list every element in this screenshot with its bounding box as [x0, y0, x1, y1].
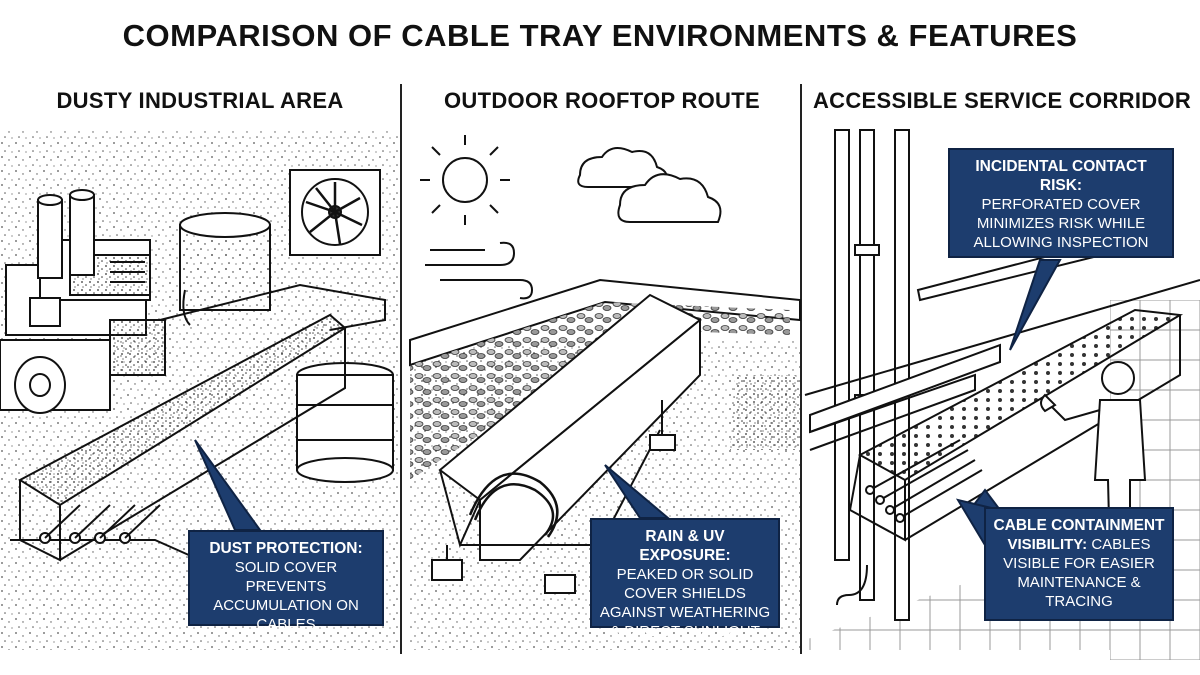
callout-cable-visibility: CABLE CONTAINMENT VISIBILITY: CABLES VIS… [984, 507, 1174, 621]
sun-icon [420, 135, 510, 225]
callout-dust-protection-head: DUST PROTECTION: [209, 540, 363, 557]
panel-heading-dusty: DUSTY INDUSTRIAL AREA [56, 88, 344, 113]
panel-heading-rooftop: OUTDOOR ROOFTOP ROUTE [444, 88, 760, 113]
callout-rain-uv-head: RAIN & UV EXPOSURE: [639, 528, 731, 564]
panel-divider-2 [800, 84, 802, 654]
panel-divider-1 [400, 84, 402, 654]
callout-incidental-contact-body: PERFORATED COVER MINIMIZES RISK WHILE AL… [973, 196, 1149, 251]
callout-dust-protection-body: SOLID COVER PREVENTS ACCUMULATION ON CAB… [213, 559, 359, 633]
callout-cable-visibility-head2: VISIBILITY: [1007, 536, 1088, 553]
wind-icon [425, 241, 534, 300]
diagram-title: COMPARISON OF CABLE TRAY ENVIRONMENTS & … [122, 18, 1078, 53]
callout-dust-protection: DUST PROTECTION: SOLID COVER PREVENTS AC… [188, 530, 384, 633]
panel-heading-corridor: ACCESSIBLE SERVICE CORRIDOR [812, 88, 1192, 113]
callout-cable-visibility-head: CABLE CONTAINMENT [993, 517, 1165, 534]
callout-cable-visibility-text: CABLES VISIBLE FOR EASIER MAINTENANCE & … [1003, 536, 1155, 610]
callout-rain-uv-body: PEAKED OR SOLID COVER SHIELDS AGAINST WE… [599, 566, 771, 640]
cloud-icon [577, 147, 722, 223]
rooftop-scene [409, 135, 801, 650]
callout-rain-uv: RAIN & UV EXPOSURE: PEAKED OR SOLID COVE… [590, 518, 780, 640]
person-icon [1040, 361, 1147, 561]
callout-incidental-contact-head: INCIDENTAL CONTACT RISK: [975, 158, 1147, 194]
callout-cable-visibility-body: VISIBILITY: CABLES VISIBLE FOR EASIER MA… [992, 535, 1166, 611]
callout-incidental-contact: INCIDENTAL CONTACT RISK: PERFORATED COVE… [948, 148, 1174, 258]
